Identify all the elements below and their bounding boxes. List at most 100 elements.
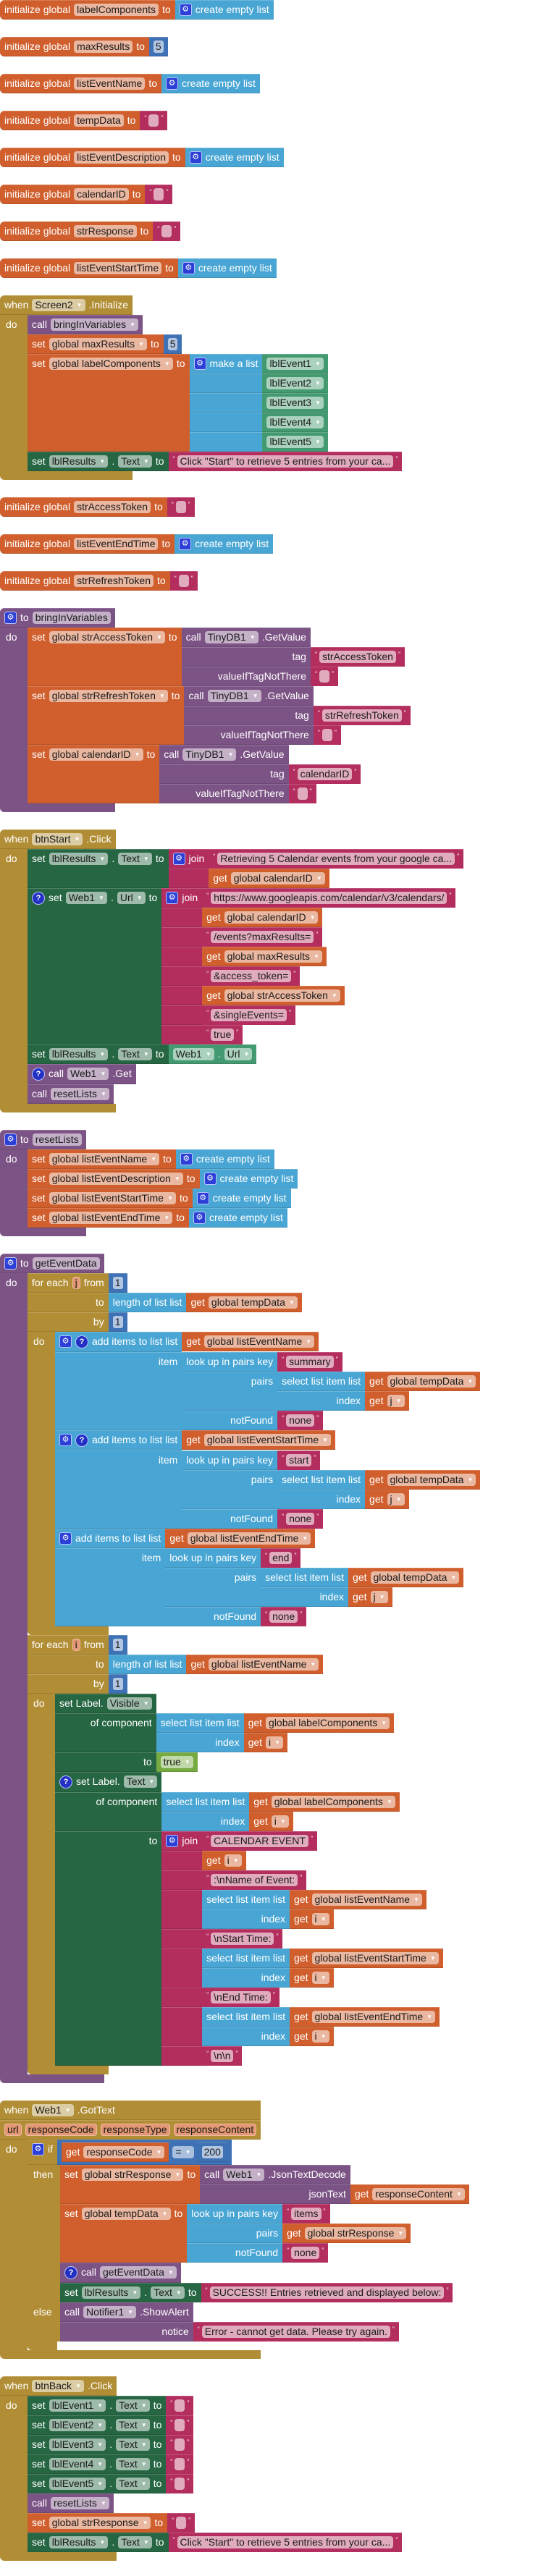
text-string-block[interactable]: “SUCCESS!! Entries retrieved and display…	[201, 2283, 453, 2302]
dropdown-field[interactable]: j▼	[387, 1493, 405, 1506]
component-block[interactable]: lblEvent1▼	[262, 354, 328, 373]
parameter-field[interactable]: responseContent	[173, 2124, 257, 2136]
dropdown-field[interactable]: lblEvent1▼	[49, 2399, 106, 2412]
text-string-block[interactable]: “”	[145, 185, 173, 204]
dropdown-field[interactable]: lblEvent3▼	[49, 2438, 106, 2451]
dropdown-field[interactable]: TinyDB1▼	[207, 690, 261, 702]
text-value-field[interactable]: items	[291, 2208, 321, 2220]
text-value-field[interactable]: strRefreshToken	[321, 709, 402, 722]
dropdown-field[interactable]: TinyDB1▼	[204, 631, 259, 643]
text-value-field[interactable]: CALENDAR EVENT	[211, 1835, 308, 1847]
dropdown-field[interactable]: global listEventName▼	[49, 1153, 160, 1165]
dropdown-field[interactable]: Text▼	[118, 1048, 152, 1060]
dropdown-field[interactable]: global labelComponents▼	[266, 1717, 390, 1729]
text-value-field[interactable]: true	[211, 1029, 235, 1041]
number-field[interactable]: 200	[201, 2146, 223, 2158]
dropdown-field[interactable]: Text▼	[118, 2536, 152, 2548]
text-string-block[interactable]: “”	[167, 497, 195, 517]
component-block[interactable]: lblEvent2▼	[262, 373, 328, 393]
text-string-block[interactable]: “calendarID”	[288, 764, 361, 784]
text-value-field[interactable]: none	[291, 2247, 320, 2259]
dropdown-field[interactable]: responseContent▼	[372, 2188, 465, 2200]
number-field[interactable]: 5	[153, 41, 164, 53]
dropdown-field[interactable]: bringInVariables▼	[51, 318, 139, 331]
text-value-field[interactable]	[175, 2438, 185, 2451]
dropdown-field[interactable]: Web1▼	[67, 1068, 109, 1080]
text-value-field[interactable]: strAccessToken	[319, 651, 396, 663]
gear-icon[interactable]: ⚙	[179, 538, 192, 550]
number-block[interactable]: 1	[108, 1674, 127, 1694]
number-block[interactable]: 1	[108, 1635, 127, 1655]
dropdown-field[interactable]: global listEventEndTime▼	[49, 1212, 173, 1224]
text-string-block[interactable]: “none”	[277, 1411, 324, 1430]
text-string-block[interactable]: “Error - cannot get data. Please try aga…	[193, 2322, 399, 2341]
dropdown-field[interactable]: global listEventStartTime▼	[311, 1952, 439, 1964]
text-string-block[interactable]: “\n\n”	[202, 2046, 243, 2066]
dropdown-field[interactable]: i▼	[311, 1913, 329, 1925]
component-block[interactable]: lblEvent3▼	[262, 393, 328, 413]
dropdown-field[interactable]: Visible▼	[106, 1697, 152, 1710]
dropdown-field[interactable]: i▼	[224, 1854, 242, 1867]
gear-icon[interactable]: ⚙	[196, 1192, 209, 1204]
create-empty-list-block[interactable]: ⚙create empty list	[199, 1169, 298, 1188]
dropdown-field[interactable]: i▼	[266, 1736, 284, 1749]
dropdown-field[interactable]: Web1▼	[172, 1048, 214, 1060]
name-field[interactable]: maxResults	[74, 41, 133, 53]
text-value-field[interactable]	[175, 2419, 185, 2431]
dropdown-field[interactable]: lblEvent5▼	[49, 2478, 106, 2490]
dropdown-field[interactable]: global maxResults▼	[49, 338, 147, 350]
dropdown-field[interactable]: lblResults▼	[49, 455, 109, 468]
dropdown-field[interactable]: Text▼	[151, 2286, 185, 2299]
name-field[interactable]: listEventDescription	[74, 151, 169, 164]
parameter-field[interactable]: url	[4, 2124, 22, 2136]
dropdown-field[interactable]: =▼	[172, 2146, 194, 2158]
text-string-block[interactable]: “”	[166, 2454, 194, 2474]
text-string-block[interactable]: “:\nName of Event:”	[202, 1870, 307, 1890]
dropdown-field[interactable]: global maxResults▼	[224, 950, 322, 963]
text-value-field[interactable]: none	[286, 1513, 315, 1525]
dropdown-field[interactable]: Text▼	[116, 2399, 150, 2412]
text-value-field[interactable]: &access_token=	[211, 970, 292, 982]
name-field[interactable]: tempData	[74, 114, 124, 127]
dropdown-field[interactable]: global tempData▼	[370, 1571, 460, 1584]
text-string-block[interactable]: “”	[169, 571, 198, 591]
text-value-field[interactable]	[178, 575, 189, 587]
number-field[interactable]: 1	[112, 1277, 123, 1289]
dropdown-field[interactable]: global calendarID▼	[224, 911, 319, 924]
logic-boolean-block[interactable]: true▼	[156, 1752, 198, 1772]
text-string-block[interactable]: “none”	[282, 2243, 329, 2263]
dropdown-field[interactable]: lblResults▼	[81, 2286, 141, 2299]
text-value-field[interactable]: \nStart Time:	[211, 1933, 274, 1945]
